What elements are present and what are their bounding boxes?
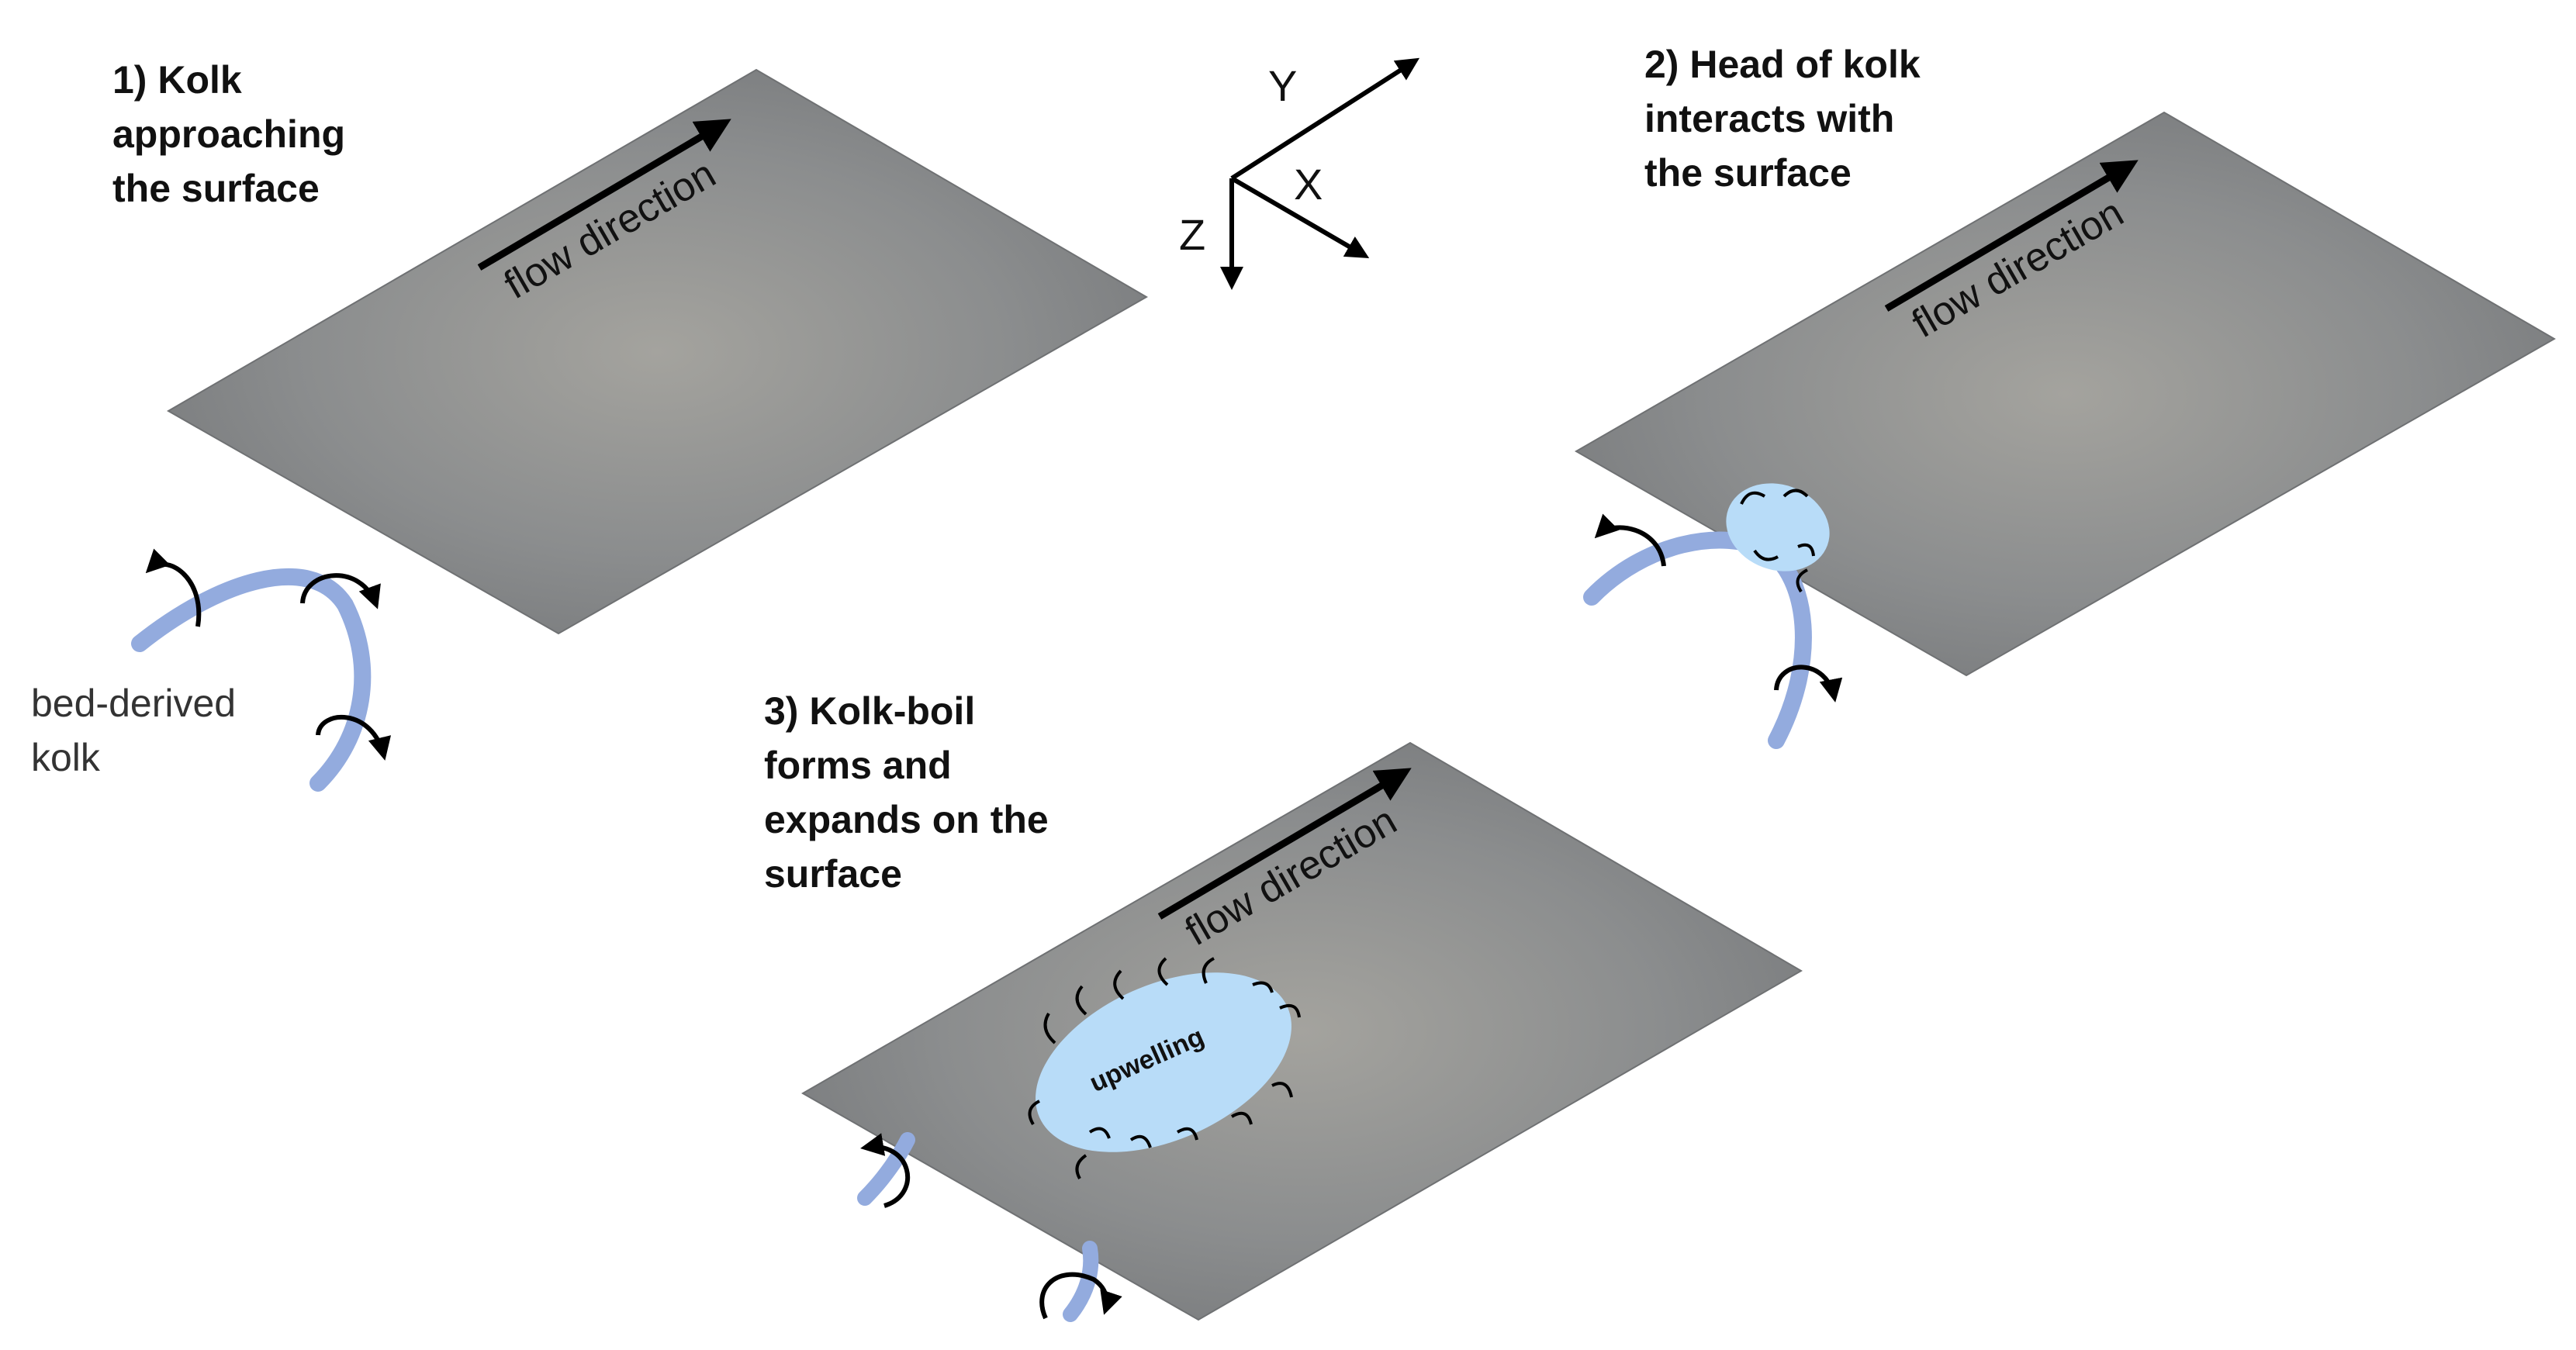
title-line: 3) Kolk-boil: [764, 689, 976, 733]
title-line: surface: [764, 852, 902, 896]
kolk-tube-2: [1583, 531, 1812, 749]
panel-1: [131, 68, 1148, 792]
axes-triad: [1220, 57, 1420, 290]
flow-direction-arrow-1: [477, 119, 731, 271]
rotation-arrow-icon: [1796, 568, 1808, 593]
axis-arrow-icon: [1230, 57, 1420, 181]
rotation-arrow-icon: [316, 715, 392, 761]
kolk-tube-3b: [1063, 1241, 1099, 1322]
panel-1-title: 1) Kolk approaching the surface: [112, 53, 345, 216]
axis-y-label: Y: [1268, 61, 1298, 110]
kolk-tube-1: [131, 568, 372, 792]
title-line: interacts with: [1644, 97, 1895, 140]
rotation-arrow-icon: [300, 573, 381, 609]
rotation-arrow-icon: [1230, 1111, 1253, 1125]
water-surface-1: [166, 68, 1148, 635]
axis-arrow-icon: [1230, 176, 1370, 259]
rotation-arrow-icon: [1797, 543, 1815, 557]
rotation-arrow-icon: [1594, 513, 1666, 567]
rotation-arrow-icon: [145, 548, 202, 627]
rotation-arrow-icon: [1157, 957, 1169, 986]
rotation-arrow-icon: [1075, 985, 1087, 1016]
title-line: forms and: [764, 744, 952, 787]
title-line: 2) Head of kolk: [1644, 43, 1921, 86]
rotation-arrow-icon: [1088, 1127, 1111, 1139]
rotation-arrow-icon: [1028, 1100, 1040, 1126]
title-line: expands on the: [764, 798, 1049, 841]
rotation-arrow-icon: [1043, 1012, 1056, 1044]
flow-direction-arrow-2: [1884, 160, 2139, 312]
title-line: the surface: [1644, 151, 1852, 195]
rotation-arrow-icon: [1774, 665, 1843, 703]
rotation-arrow-icon: [1271, 1082, 1293, 1098]
title-line: approaching: [112, 112, 346, 156]
boil-patch-3: [1036, 972, 1291, 1152]
rotation-arrow-icon: [1129, 1134, 1152, 1148]
rotation-arrow-icon: [1740, 491, 1766, 505]
kolk-label-line: bed-derived: [31, 682, 237, 725]
flow-direction-arrow-3: [1157, 768, 1412, 920]
rotation-arrow-icon: [1753, 549, 1779, 561]
rotation-arrow-icon: [1075, 1154, 1087, 1179]
panel-3: [800, 741, 1803, 1322]
panel-2: [1574, 111, 2557, 749]
rotation-arrow-icon: [1252, 981, 1274, 993]
kolk-label-line: kolk: [31, 736, 100, 779]
rotation-arrow-icon: [1113, 969, 1125, 1000]
title-line: the surface: [112, 167, 320, 210]
kolk-tube-3a: [857, 1132, 915, 1206]
boil-eddies: [1028, 957, 1301, 1179]
rotation-arrow-icon: [1782, 489, 1809, 498]
title-line: 1) Kolk: [112, 58, 242, 102]
rotation-arrow-icon: [1176, 1127, 1198, 1141]
rotation-arrow-icon: [1279, 1004, 1301, 1018]
panel-3-title: 3) Kolk-boil forms and expands on the su…: [764, 684, 1049, 901]
panel-2-title: 2) Head of kolk interacts with the surfa…: [1644, 37, 1921, 200]
boil-patch-2: [1726, 483, 1830, 571]
axis-x-label: X: [1294, 160, 1323, 209]
rotation-arrow-icon: [860, 1133, 911, 1208]
bed-derived-kolk-label: bed-derived kolk: [31, 676, 236, 785]
axis-z-label: Z: [1179, 210, 1206, 259]
rotation-arrow-icon: [1202, 957, 1215, 984]
rotation-arrow-icon: [1039, 1272, 1122, 1320]
water-surface-3: [800, 741, 1803, 1321]
